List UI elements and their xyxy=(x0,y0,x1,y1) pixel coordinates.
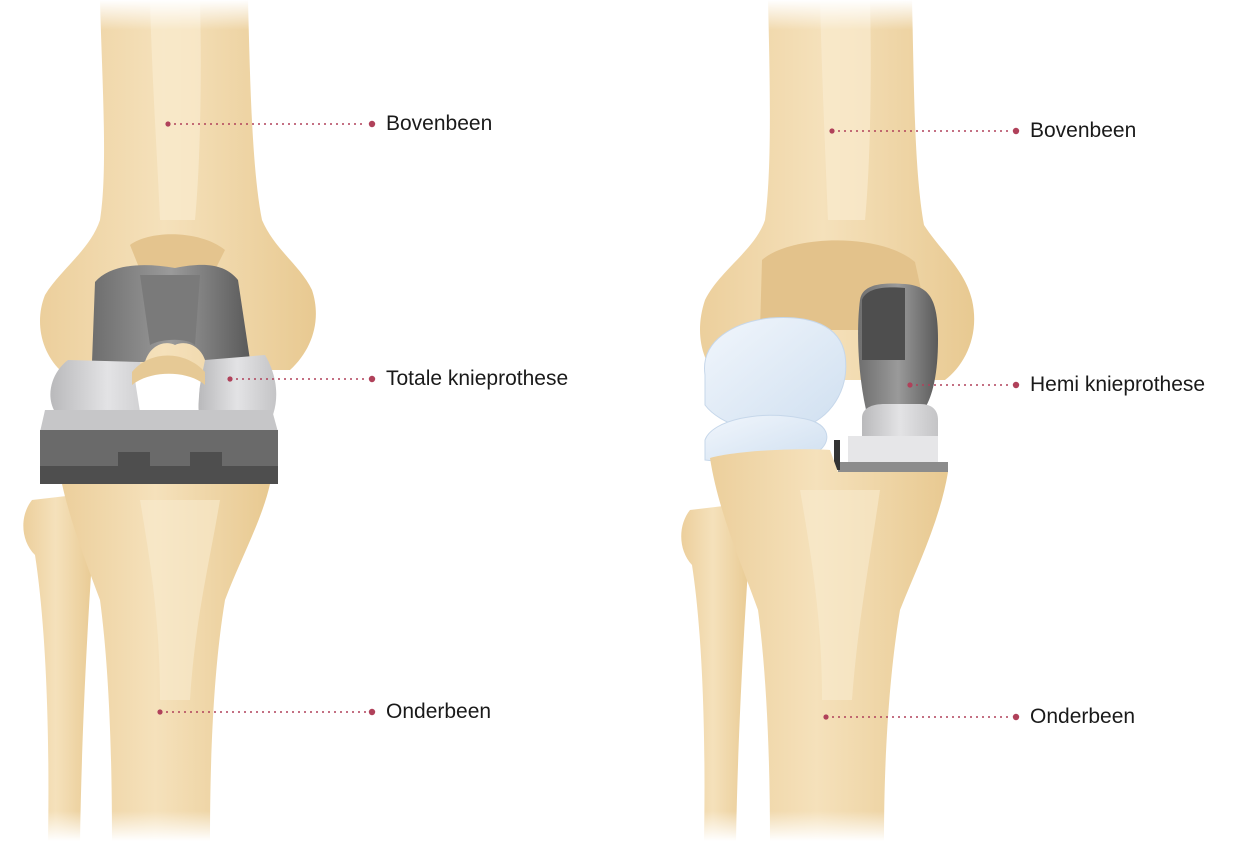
left-knee-figure xyxy=(23,0,316,841)
bottom-fade xyxy=(0,811,1242,841)
leader-dot xyxy=(369,376,375,382)
leader-dot xyxy=(907,382,912,387)
right-knee-figure xyxy=(681,0,974,841)
leader-dot xyxy=(823,714,828,719)
leader-dot xyxy=(369,709,375,715)
left-tray-slot-2 xyxy=(190,452,222,466)
left-tray-slot-1 xyxy=(118,452,150,466)
right-femoral-component-dark xyxy=(862,287,905,360)
right-tibial-tray xyxy=(848,436,938,462)
left-femoral-groove xyxy=(140,275,200,345)
label-right-bovenbeen: Bovenbeen xyxy=(1030,119,1136,143)
label-left-onderbeen: Onderbeen xyxy=(386,700,491,724)
label-hemi-knieprothese: Hemi knieprothese xyxy=(1030,373,1205,397)
left-tibial-tray xyxy=(40,430,278,472)
label-totale-knieprothese: Totale knieprothese xyxy=(386,367,568,391)
leader-dot xyxy=(1013,128,1019,134)
label-left-bovenbeen: Bovenbeen xyxy=(386,112,492,136)
right-tibial-insert xyxy=(862,404,938,436)
leader-dot xyxy=(157,709,162,714)
leader-dot xyxy=(227,376,232,381)
right-cartilage-upper xyxy=(705,317,846,431)
left-tibial-insert xyxy=(40,410,278,432)
leader-dot xyxy=(369,121,375,127)
label-right-onderbeen: Onderbeen xyxy=(1030,705,1135,729)
right-femur-highlight xyxy=(820,0,871,220)
leader-dot xyxy=(1013,714,1019,720)
left-tibial-tray-base xyxy=(40,466,278,484)
leader-dot xyxy=(829,128,834,133)
right-tibial-tray-base xyxy=(838,462,948,472)
leader-dot xyxy=(165,121,170,126)
top-fade xyxy=(0,0,1242,30)
leader-dot xyxy=(1013,382,1019,388)
